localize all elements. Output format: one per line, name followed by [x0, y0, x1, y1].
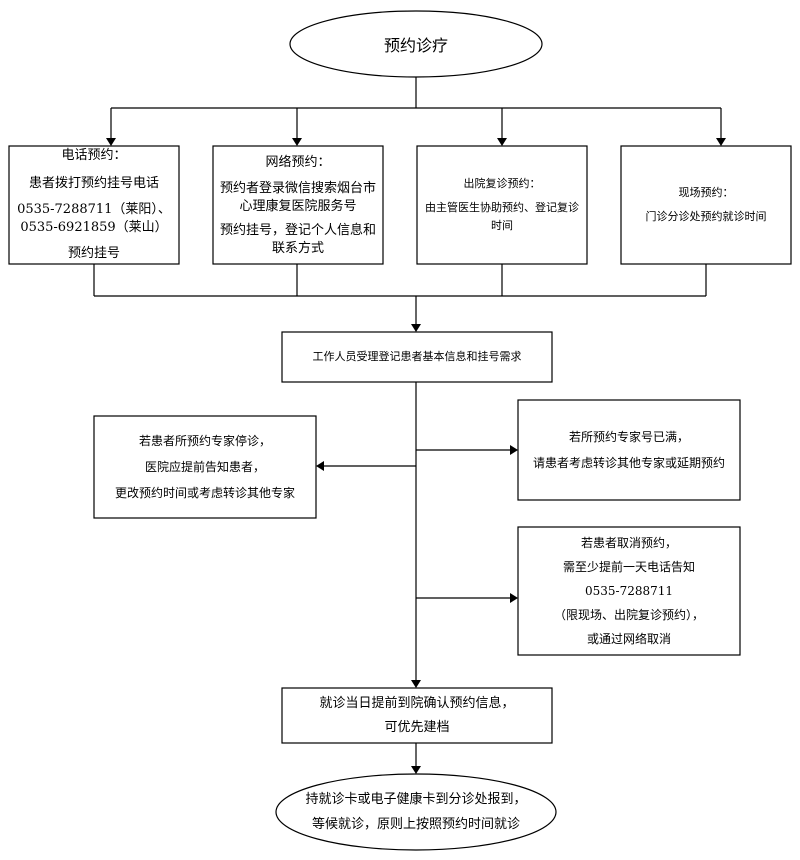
online-line-3: 预约挂号，登记个人信息和 [219, 223, 376, 238]
cancel-node: 若患者取消预约， 需至少提前一天电话告知 0535-7288711 （限现场、出… [518, 527, 740, 655]
followup-node: 出院复诊预约： 由主管医生协助预约、登记复诊 时间 [417, 146, 587, 264]
register-label: 工作人员受理登记患者基本信息和挂号需求 [312, 350, 522, 363]
arrow-to-confirm [411, 680, 421, 688]
online-line-1: 预约者登录微信搜索烟台市 [219, 181, 376, 196]
confirm-node: 就诊当日提前到院确认预约信息， 可优先建档 [282, 688, 552, 743]
online-line-4: 联系方式 [271, 241, 324, 256]
expert-stop-line-3: 更改预约时间或考虑转诊其他专家 [114, 486, 295, 500]
phone-title: 电话预约： [61, 148, 127, 163]
followup-title: 出院复诊预约： [463, 177, 541, 190]
followup-line-2: 时间 [491, 219, 513, 232]
end-line-1: 持就诊卡或电子健康卡到分诊处报到， [305, 792, 527, 807]
end-line-2: 等候就诊，原则上按照预约时间就诊 [311, 817, 520, 832]
expert-full-line-1: 若所预约专家号已满， [568, 430, 689, 444]
expert-stop-line-1: 若患者所预约专家停诊， [138, 434, 271, 448]
cancel-line-2: 需至少提前一天电话告知 [562, 560, 695, 574]
arrow-to-expert-stop [316, 461, 324, 471]
cancel-line-4: （限现场、出院复诊预约）， [553, 608, 704, 622]
arrow-to-end [411, 766, 421, 774]
onsite-title: 现场预约： [678, 186, 734, 199]
cancel-box [517, 526, 741, 656]
confirm-line-1: 就诊当日提前到院确认预约信息， [319, 695, 515, 711]
confirm-line-2: 可优先建档 [384, 719, 450, 735]
expert-stop-line-2: 医院应提前告知患者， [144, 460, 265, 474]
expert-full-line-2: 请患者考虑转诊其他专家或延期预约 [532, 456, 725, 470]
start-node: 预约诊疗 [290, 11, 542, 77]
arrow-to-expert-full [510, 445, 518, 455]
register-box [281, 331, 553, 383]
onsite-line-1: 门诊分诊处预约就诊时间 [645, 210, 767, 223]
phone-line-2: 0535-7288711（莱阳）、 [17, 202, 171, 217]
arrow-to-cancel [510, 593, 518, 603]
expert-stop-node: 若患者所预约专家停诊， 医院应提前告知患者， 更改预约时间或考虑转诊其他专家 [94, 416, 316, 518]
cancel-line-3: 0535-7288711 [584, 584, 674, 598]
end-node: 持就诊卡或电子健康卡到分诊处报到， 等候就诊，原则上按照预约时间就诊 [276, 774, 556, 850]
end-ellipse [275, 773, 557, 851]
followup-line-1: 由主管医生协助预约、登记复诊 [425, 201, 579, 214]
expert-full-box [517, 399, 741, 501]
arrow-to-online [292, 138, 302, 146]
cancel-line-1: 若患者取消预约， [580, 536, 677, 550]
register-node: 工作人员受理登记患者基本信息和挂号需求 [282, 332, 552, 382]
cancel-line-5: 或通过网络取消 [586, 632, 671, 646]
phone-line-4: 预约挂号 [67, 246, 120, 261]
expert-full-node: 若所预约专家号已满， 请患者考虑转诊其他专家或延期预约 [518, 400, 740, 500]
arrow-to-phone [106, 138, 116, 146]
online-title: 网络预约： [265, 155, 331, 170]
arrow-to-followup [497, 138, 507, 146]
arrow-to-onsite [716, 138, 726, 146]
online-node: 网络预约： 预约者登录微信搜索烟台市 心理康复医院服务号 预约挂号，登记个人信息… [213, 146, 383, 264]
start-label: 预约诊疗 [383, 36, 448, 55]
expert-stop-box [93, 415, 317, 519]
online-box [212, 145, 384, 265]
phone-node: 电话预约： 患者拨打预约挂号电话 0535-7288711（莱阳）、 0535-… [9, 146, 179, 264]
phone-line-1: 患者拨打预约挂号电话 [28, 176, 159, 191]
confirm-box [281, 687, 553, 744]
online-line-2: 心理康复医院服务号 [239, 199, 357, 214]
phone-line-3: 0535-6921859（莱山） [20, 220, 168, 235]
arrow-to-register [411, 324, 421, 332]
onsite-node: 现场预约： 门诊分诊处预约就诊时间 [621, 146, 791, 264]
